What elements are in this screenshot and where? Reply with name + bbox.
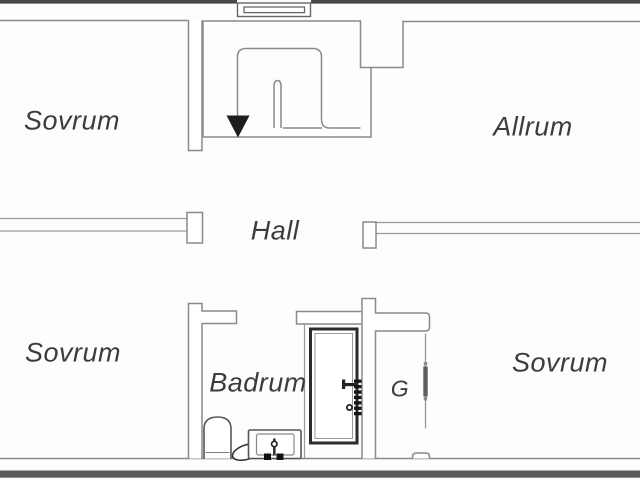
wall-closet-cross bbox=[361, 297, 431, 459]
faucet-handle-right bbox=[276, 453, 284, 460]
room-label-sovrum-top-left: Sovrum bbox=[23, 105, 121, 136]
wall-sovrum-tl-right bbox=[187, 20, 203, 152]
wall-notch bbox=[411, 452, 431, 459]
room-label-sovrum-bottom-left: Sovrum bbox=[24, 337, 122, 368]
faucet-handle-left bbox=[264, 453, 271, 460]
door bbox=[309, 327, 362, 445]
room-label-garderob: G bbox=[390, 375, 410, 402]
toilet bbox=[203, 416, 232, 459]
wall-hall-right bbox=[362, 221, 640, 249]
window-icon bbox=[236, 2, 312, 18]
sink-counter bbox=[247, 429, 302, 460]
door-keyhole-icon bbox=[345, 403, 353, 411]
staircase bbox=[226, 47, 361, 138]
door-hinges-icon bbox=[354, 379, 362, 416]
room-label-hall: Hall bbox=[250, 215, 300, 246]
wall-sovrum-bl-right bbox=[187, 302, 238, 459]
faucet-head bbox=[270, 440, 278, 448]
wall-badrum-top-right bbox=[295, 310, 362, 325]
sliding-door bbox=[423, 333, 428, 429]
room-label-badrum: Badrum bbox=[209, 367, 307, 398]
exterior-wall-top-right bbox=[311, 0, 640, 4]
room-label-sovrum-bottom-right: Sovrum bbox=[511, 347, 609, 378]
wall-hall-left bbox=[0, 211, 204, 244]
room-label-allrum: Allrum bbox=[493, 111, 573, 142]
wall-stairwell bbox=[202, 20, 640, 137]
exterior-wall-top-left bbox=[0, 0, 237, 4]
stair-direction-arrow-icon bbox=[226, 115, 250, 138]
exterior-wall-bottom bbox=[0, 470, 640, 478]
wall-stairwell-lower-right bbox=[203, 67, 372, 138]
